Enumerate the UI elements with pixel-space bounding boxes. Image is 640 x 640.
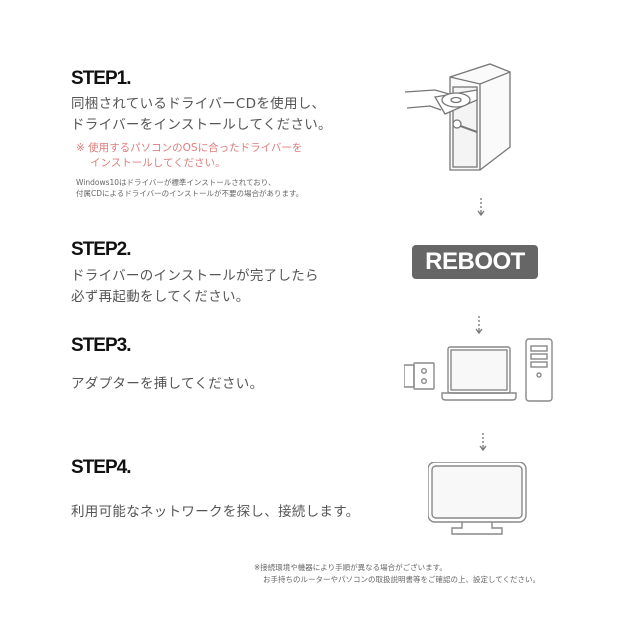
step1-line-1: 同梱されているドライバーCDを使用し、 — [71, 96, 326, 112]
step3-text: アダプターを挿してください。 — [71, 376, 264, 392]
monitor-icon — [428, 462, 528, 542]
arrow-down-icon — [474, 316, 484, 336]
reboot-badge: REBOOT — [412, 245, 538, 279]
footer-note: ※接続環境や機器により手順が異なる場合がございます。 お手持ちのルーターやパソコ… — [254, 562, 540, 586]
step4-text: 利用可能なネットワークを探し、接続します。 — [71, 504, 360, 520]
warning-line-1: ※ 使用するパソコンのOSに合ったドライバーを — [76, 142, 303, 154]
step1-note: Windows10はドライバーが標準インストールされており、 付属CDによるドラ… — [76, 177, 303, 199]
footer-line-2: お手持ちのルーターやパソコンの取扱説明書等をご確認の上、設定してください。 — [263, 575, 541, 584]
step2-line-1: ドライバーのインストールが完了したら — [71, 268, 319, 284]
step3-title: STEP3. — [71, 335, 131, 356]
step2-title: STEP2. — [71, 239, 131, 260]
arrow-down-icon — [478, 433, 488, 453]
arrow-down-icon — [476, 198, 486, 218]
footer-line-1: ※接続環境や機器により手順が異なる場合がございます。 — [254, 563, 447, 572]
warning-line-2: インストールしてください。 — [90, 157, 226, 169]
step1-title: STEP1. — [71, 68, 131, 89]
desktop-pc-cd-icon — [405, 62, 515, 172]
note-line-2: 付属CDによるドライバーのインストールが不要の場合があります。 — [76, 189, 304, 198]
step1-warning: ※ 使用するパソコンのOSに合ったドライバーを インストールしてください。 — [76, 141, 302, 171]
usb-adapter-laptop-tower-icon — [404, 333, 556, 405]
step4-title: STEP4. — [71, 457, 131, 478]
note-line-1: Windows10はドライバーが標準インストールされており、 — [76, 178, 276, 187]
step1-line-2: ドライバーをインストールしてください。 — [71, 117, 332, 133]
step2-line-2: 必ず再起動をしてください。 — [71, 289, 250, 305]
step1-text: 同梱されているドライバーCDを使用し、 ドライバーをインストールしてください。 — [71, 94, 332, 136]
step2-text: ドライバーのインストールが完了したら 必ず再起動をしてください。 — [71, 266, 319, 308]
